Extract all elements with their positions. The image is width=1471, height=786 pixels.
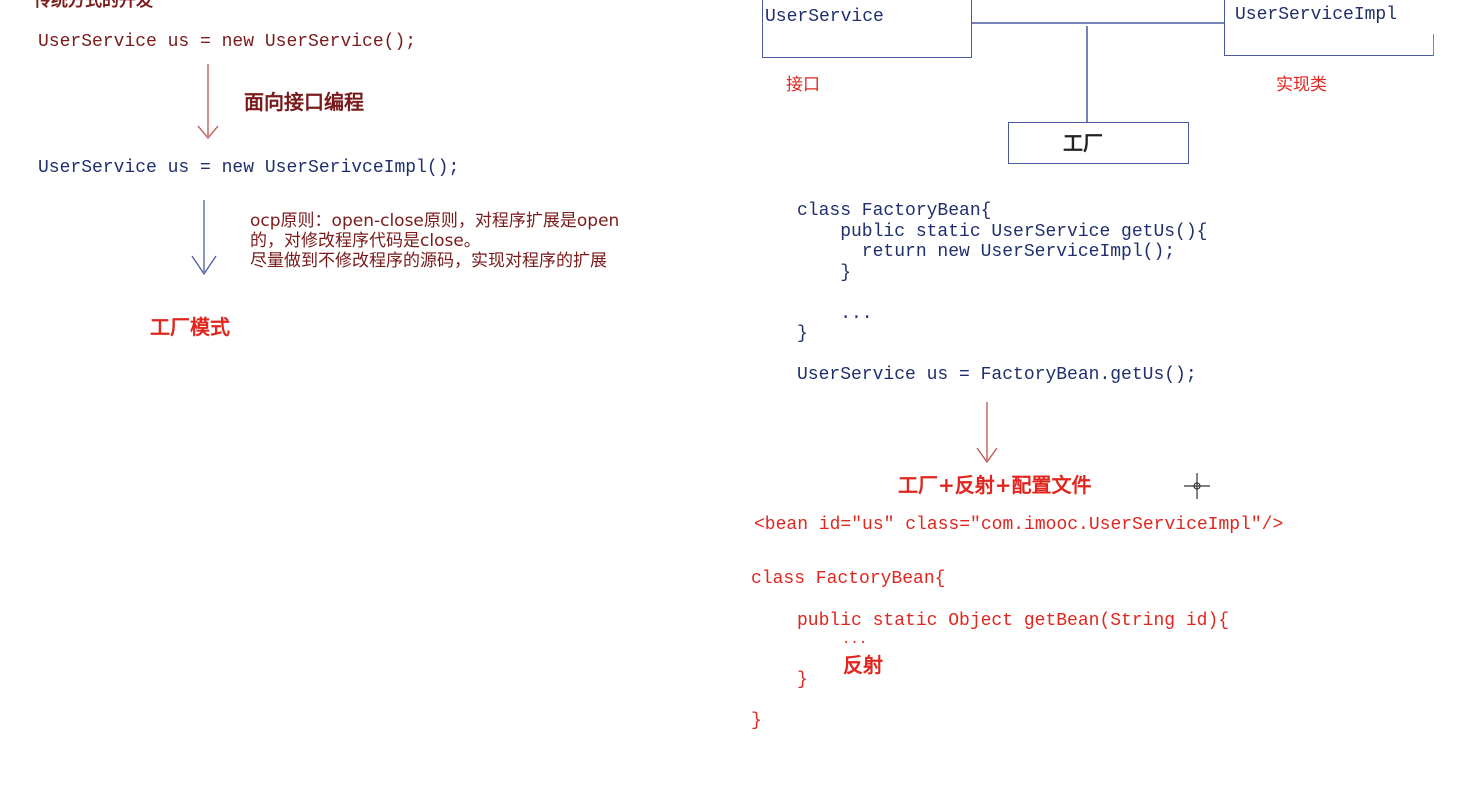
impl-caption: 实现类 [1276, 75, 1327, 95]
code-line-1: UserService us = new UserService(); [38, 32, 417, 52]
getbean-close-inner: } [797, 670, 808, 690]
diagram-connectors [972, 22, 1434, 122]
getbean-class-line: class FactoryBean{ [751, 569, 946, 589]
factory-code-line-1: class FactoryBean{ [797, 201, 992, 221]
interface-box: UserService [762, 0, 972, 58]
impl-box: UserServiceImpl [1224, 0, 1433, 56]
getbean-method-line: public static Object getBean(String id){ [797, 611, 1230, 631]
label-factory-reflection-config: 工厂+反射+配置文件 [898, 473, 1092, 497]
interface-caption: 接口 [786, 75, 820, 95]
code-line-2: UserService us = new UserSerivceImpl(); [38, 158, 460, 178]
factory-box-label: 工厂 [1063, 131, 1103, 155]
factory-bean-code: class FactoryBean{ public static UserSer… [797, 201, 1207, 345]
impl-box-label: UserServiceImpl [1235, 5, 1398, 25]
arrow-down-2 [191, 200, 217, 276]
ocp-line-1: ocp原则：open-close原则，对程序扩展是open [250, 211, 620, 231]
arrow-down-3 [976, 402, 998, 464]
getbean-close-outer: } [751, 711, 762, 731]
factory-code-line-4: } [797, 262, 852, 283]
label-interface-programming: 面向接口编程 [244, 90, 364, 114]
interface-box-label: UserService [765, 7, 884, 27]
getbean-dots: ... [842, 632, 868, 648]
factory-code-line-7: } [797, 324, 808, 344]
factory-code-line-2: public static UserService getUs(){ [797, 221, 1208, 242]
ocp-line-3: 尽量做到不修改程序的源码，实现对程序的扩展 [250, 251, 607, 271]
usage-code: UserService us = FactoryBean.getUs(); [797, 365, 1197, 385]
label-factory-mode: 工厂模式 [150, 315, 230, 339]
crosshair-cursor-icon [1184, 473, 1210, 499]
bean-xml: <bean id="us" class="com.imooc.UserServi… [754, 515, 1284, 535]
ocp-line-2: 的，对修改程序代码是close。 [250, 231, 481, 251]
factory-box: 工厂 [1008, 122, 1189, 164]
factory-code-line-5 [797, 283, 1207, 304]
arrow-down-1 [197, 64, 219, 140]
factory-code-line-6: ... [797, 303, 873, 324]
factory-code-line-3: return new UserServiceImpl(); [797, 242, 1176, 262]
label-reflection: 反射 [843, 653, 883, 677]
section-header-partial: 传统方式的开发 [34, 0, 153, 11]
